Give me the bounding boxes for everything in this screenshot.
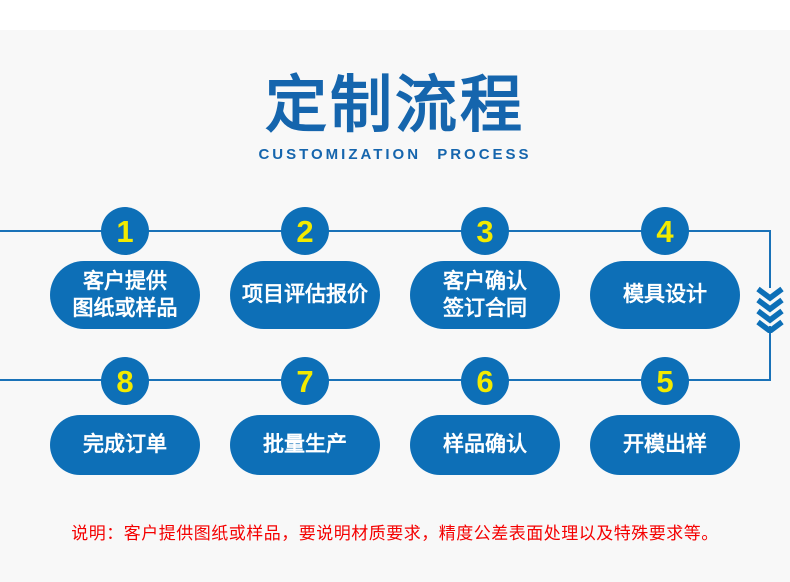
note-text: 说明：客户提供图纸或样品，要说明材质要求，精度公差表面处理以及特殊要求等。: [71, 524, 719, 543]
step-7-number-badge: 7: [281, 357, 329, 405]
flow-line-row2: [0, 379, 771, 381]
chevrons-down-icon: [755, 286, 785, 338]
step-1: 1 客户提供 图纸或样品: [50, 207, 200, 329]
step-8: 8 完成订单: [50, 357, 200, 475]
step-6-label: 样品确认: [410, 415, 560, 475]
page-subtitle: CUSTOMIZATION PROCESS: [258, 146, 532, 163]
step-6: 6 样品确认: [410, 357, 560, 475]
step-6-number-badge: 6: [461, 357, 509, 405]
step-7-label: 批量生产: [230, 415, 380, 475]
step-1-number-badge: 1: [101, 207, 149, 255]
flow-line-row1: [0, 230, 771, 232]
step-3: 3 客户确认 签订合同: [410, 207, 560, 329]
step-3-number-badge: 3: [461, 207, 509, 255]
top-white-band: [0, 0, 790, 30]
step-5-label: 开模出样: [590, 415, 740, 475]
step-5-number-badge: 5: [641, 357, 689, 405]
step-8-label: 完成订单: [50, 415, 200, 475]
step-4: 4 模具设计: [590, 207, 740, 329]
step-2-number-badge: 2: [281, 207, 329, 255]
step-2: 2 项目评估报价: [230, 207, 380, 329]
page-title: 定制流程: [264, 71, 525, 140]
flow-line-right-upper: [769, 230, 771, 288]
flow-line-right-lower: [769, 326, 771, 381]
step-4-number-badge: 4: [641, 207, 689, 255]
step-4-label: 模具设计: [590, 261, 740, 329]
step-7: 7 批量生产: [230, 357, 380, 475]
step-2-label: 项目评估报价: [230, 261, 380, 329]
step-8-number-badge: 8: [101, 357, 149, 405]
step-5: 5 开模出样: [590, 357, 740, 475]
step-3-label: 客户确认 签订合同: [410, 261, 560, 329]
step-1-label: 客户提供 图纸或样品: [50, 261, 200, 329]
